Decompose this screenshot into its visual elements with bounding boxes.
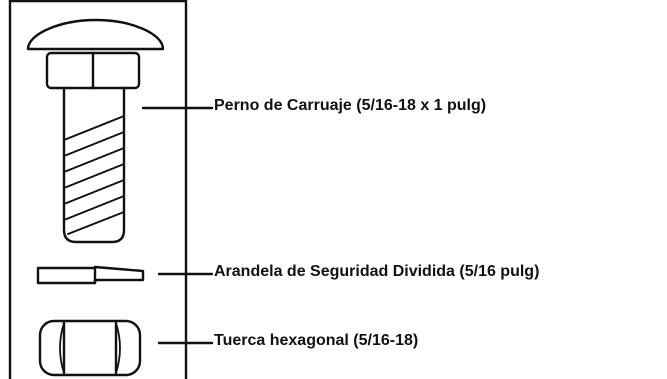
panel-frame	[8, 0, 188, 379]
carriage-bolt-label: Perno de Carruaje (5/16-18 x 1 pulg)	[214, 97, 487, 114]
hex-nut-drawing	[38, 319, 142, 377]
split-lock-washer-drawing	[36, 265, 145, 285]
hex-nut-label: Tuerca hexagonal (5/16-18)	[214, 332, 419, 349]
carriage-bolt-drawing	[26, 18, 165, 244]
leader-lines	[141, 106, 214, 345]
split-lock-washer-label: Arandela de Seguridad Dividida (5/16 pul…	[214, 263, 540, 280]
